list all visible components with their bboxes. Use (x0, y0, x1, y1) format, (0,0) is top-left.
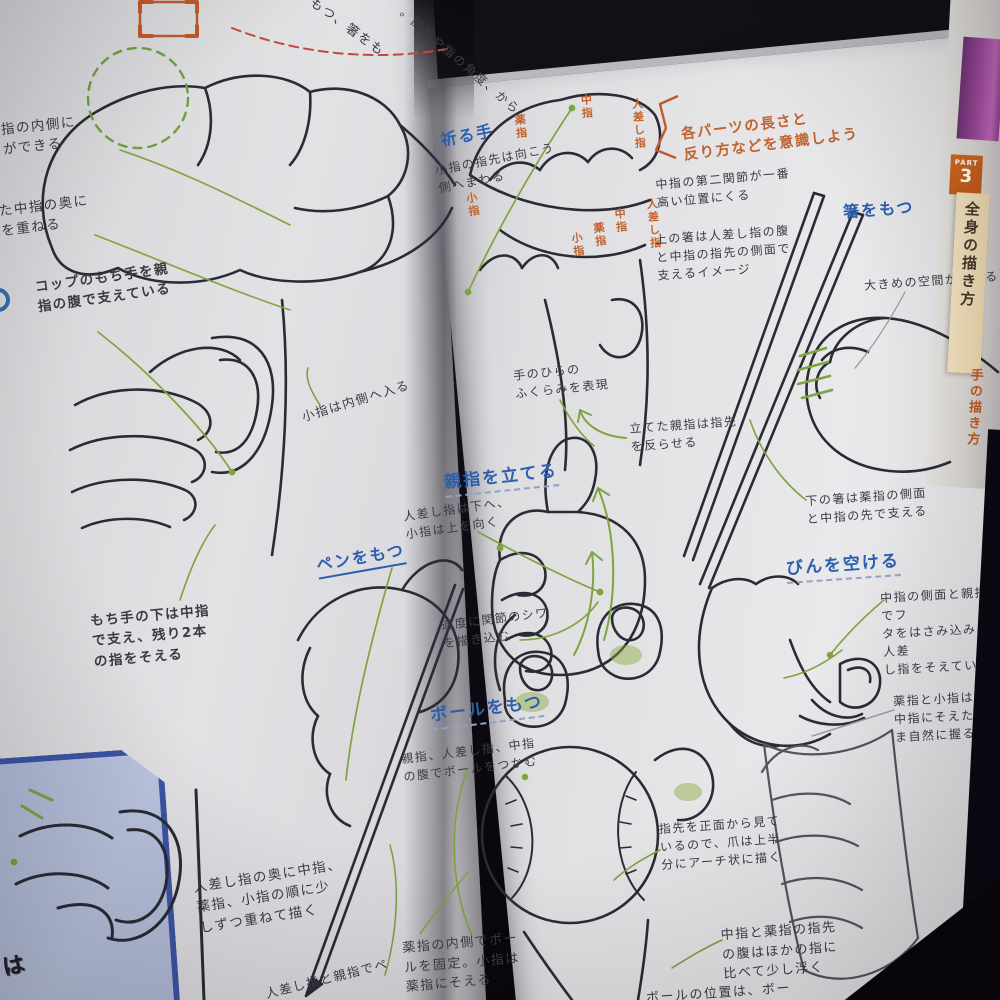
blue-partial-mark (0, 288, 10, 312)
mug-hand-drawing (68, 298, 288, 557)
baseball-grip-drawing (480, 602, 715, 1000)
chapter-tab-title: 全身の描き方 (957, 200, 982, 310)
note-tips-float: 中指と薬指の指先 の腹はほかの指に 比べて少し浮く (720, 920, 839, 982)
green-dashed-circle (86, 46, 190, 150)
chopsticks-hand-drawing (682, 191, 1000, 590)
note-nails-arch: 指先を正面から見て いるので、爪は上半 分にアーチ状に描く (658, 813, 783, 873)
finger-label-pinky-mid: 小指 (569, 231, 586, 259)
bottle-open-hand-drawing (697, 575, 882, 748)
note-pen-support: もち手の下は中指 で支え、残り2本 の指をそえる (89, 602, 211, 670)
finger-label-ring-top: 薬指 (512, 113, 529, 141)
panel-mug-drawing (14, 788, 206, 1000)
orange-frame (138, 0, 199, 38)
finger-label-middle-mid: 中指 (612, 207, 629, 235)
orange-frame-corners (138, 0, 199, 38)
part-number-tab: PART 3 (948, 154, 984, 196)
red-dashed-guide (231, 27, 453, 57)
note-inner-side: 指の内側に ができる (0, 114, 77, 159)
finger-label-middle-top: 中指 (579, 93, 594, 121)
part-number: 3 (959, 165, 973, 188)
note-upper-stick: 上の箸は人差し指の腹 と中指の指先の側面で 支えるイメージ (654, 223, 792, 283)
green-guides (10, 104, 906, 976)
callout-bracket (654, 94, 679, 160)
fist-top-drawing (41, 74, 457, 284)
book-gutter-shadow (404, 0, 490, 1000)
note-ball-fix: 薬指の内側でボー ルを固定。小指は 薬指にそえる (401, 931, 521, 995)
heading-chopsticks: 箸をもつ (842, 197, 916, 222)
note-thumb-bend: 立てた親指は指先 を反らせる (629, 414, 738, 454)
finger-label-ring-mid: 薬指 (591, 221, 608, 249)
thumbs-up-drawing (490, 436, 647, 677)
book-gutter-top-shadow (414, 0, 474, 120)
pen-hand-drawing (296, 559, 465, 998)
